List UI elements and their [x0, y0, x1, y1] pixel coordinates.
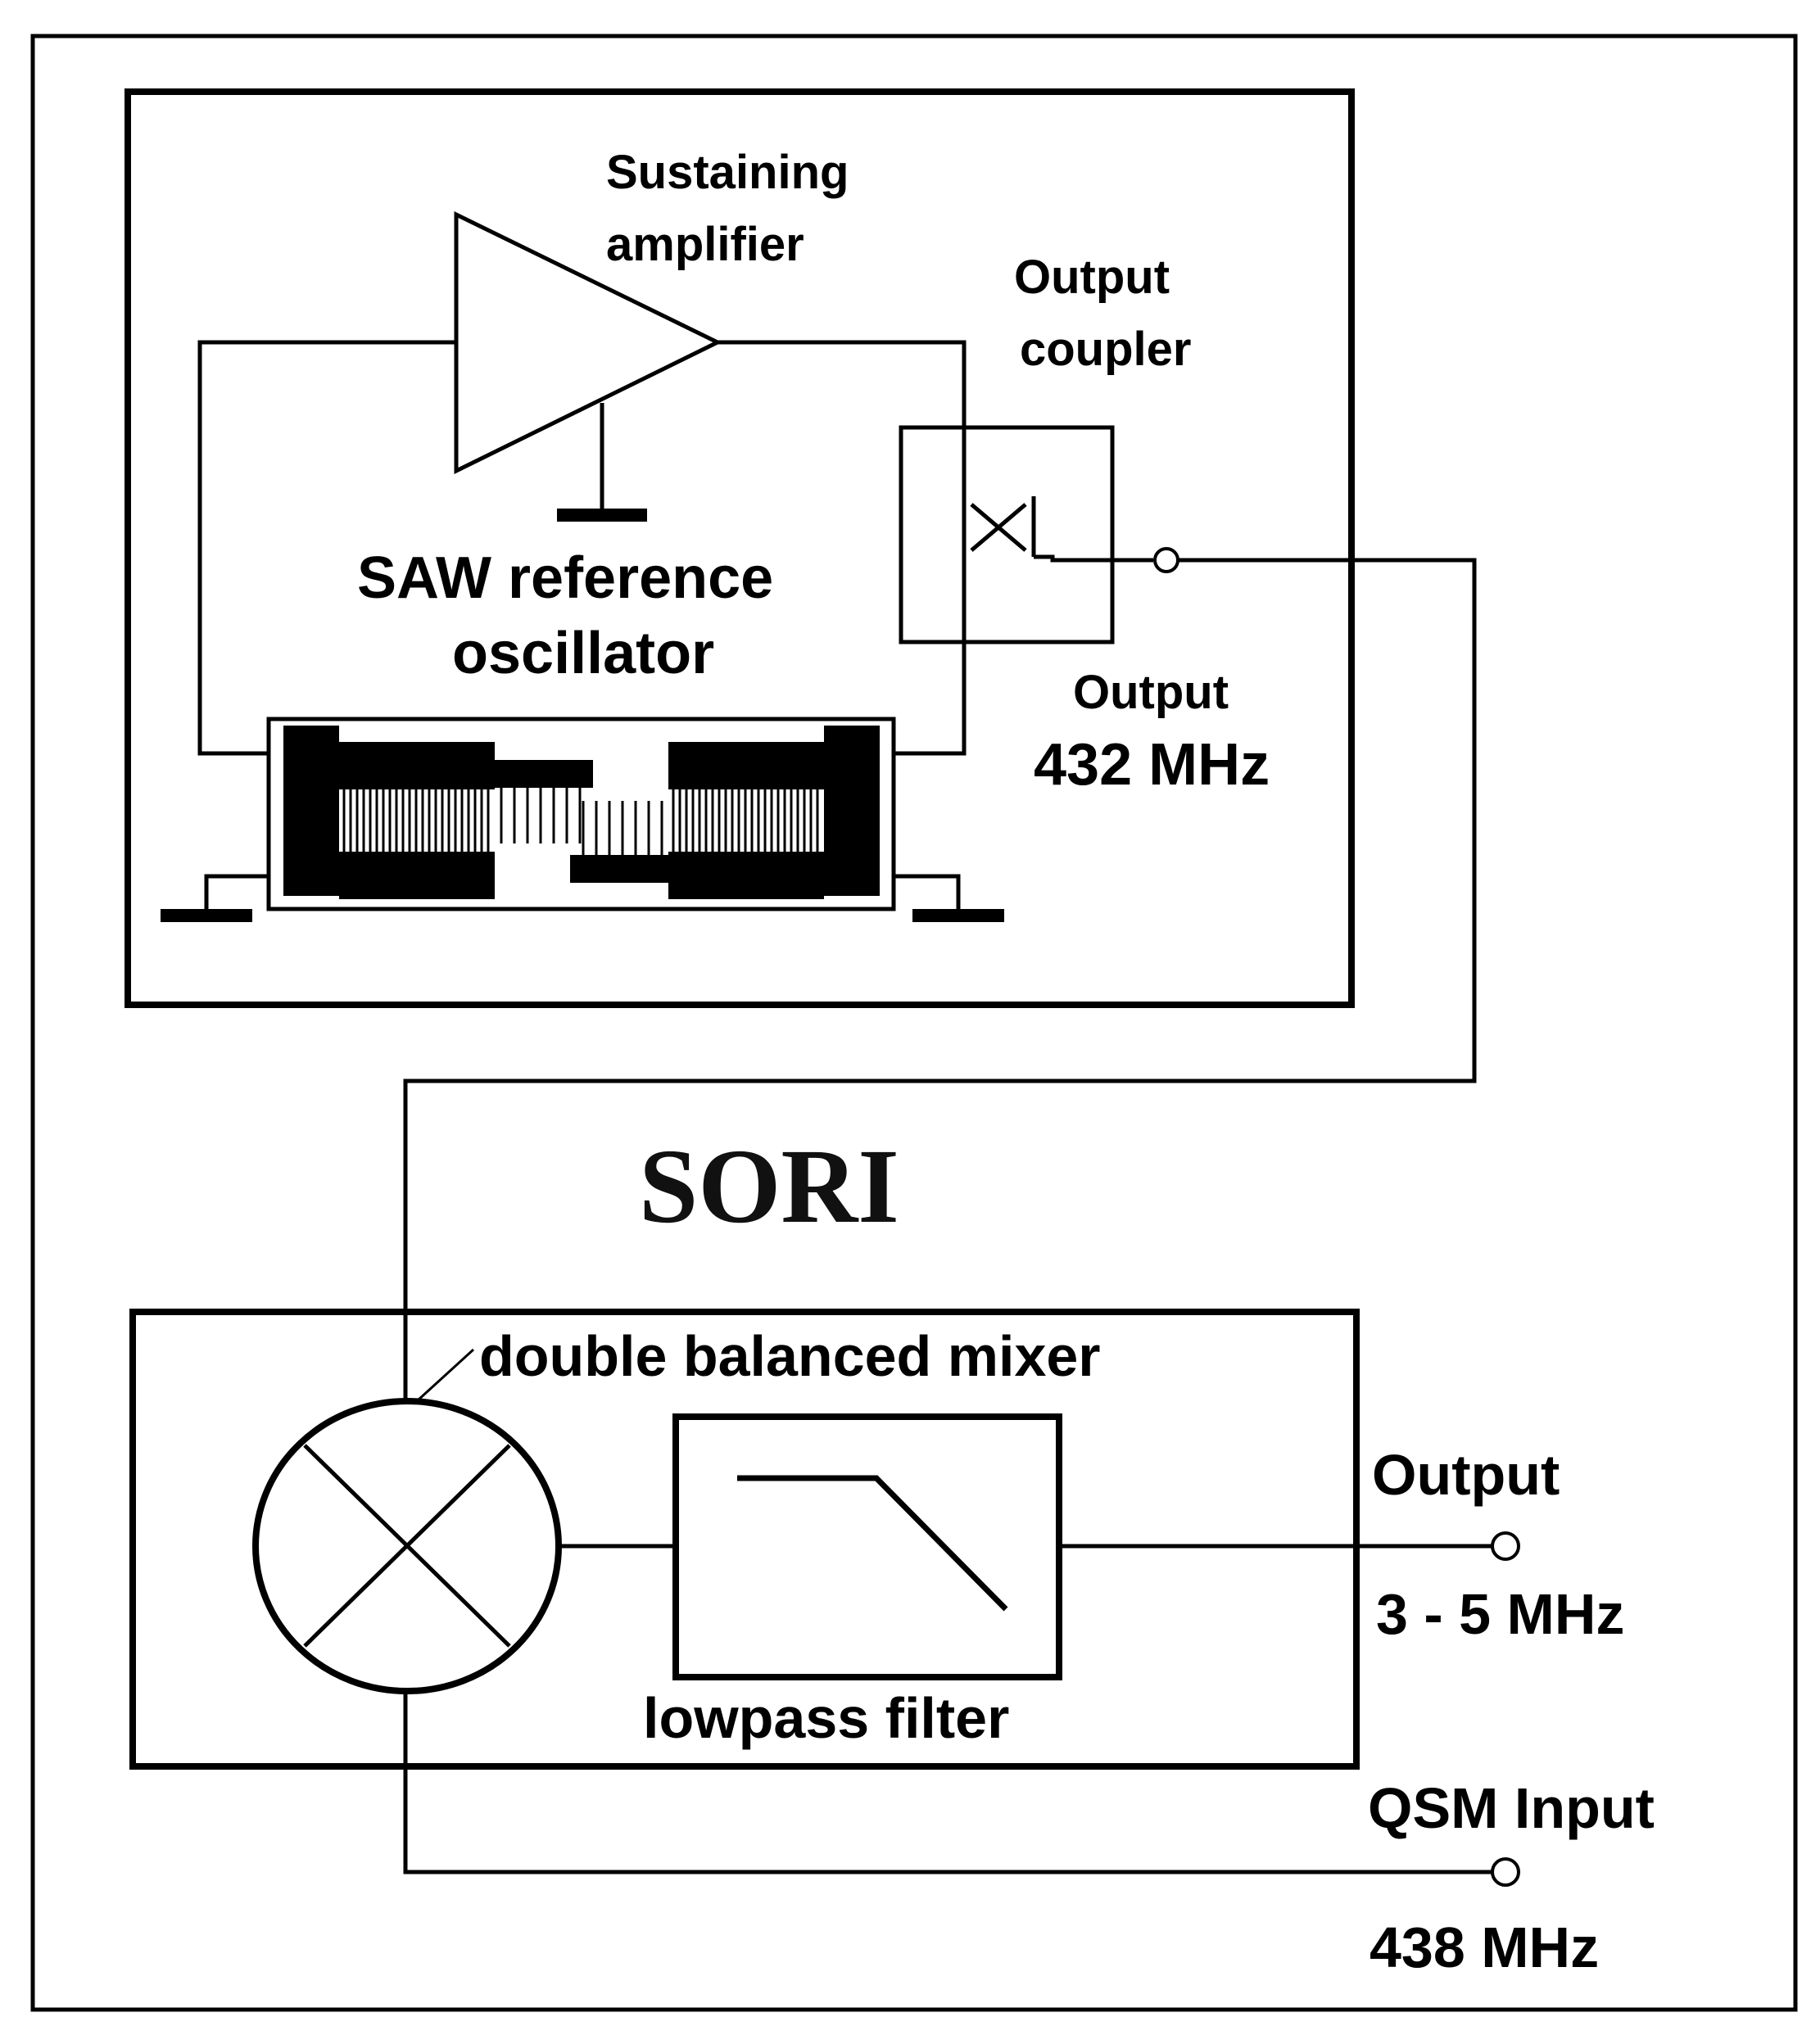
- output-432-terminal: [1153, 547, 1179, 573]
- double-balanced-mixer-icon: [252, 1398, 562, 1694]
- wire-amp-output-loop: [718, 340, 967, 756]
- wire-amp-input-loop: [197, 340, 456, 756]
- label-output-3-5mhz: 3 - 5 MHz: [1376, 1582, 1624, 1646]
- saw-left-ground-lead: [204, 874, 269, 913]
- saw-left-ground-icon: [161, 909, 252, 922]
- label-output-coupler-1: Output: [1014, 251, 1170, 304]
- label-saw-reference: SAW reference: [357, 545, 773, 611]
- saw-right-ground-lead: [894, 874, 961, 913]
- mixer-filter-box: [129, 1309, 1360, 1770]
- saw-resonator-icon: [266, 717, 896, 911]
- amplifier-ground-icon: [557, 509, 647, 522]
- saw-oscillator-box: [125, 88, 1355, 1008]
- label-output-top: Output: [1073, 666, 1229, 719]
- outer-frame: [30, 34, 1798, 2012]
- lowpass-response-icon: [737, 1475, 1008, 1612]
- label-sustaining-amplifier-1: Sustaining: [606, 146, 849, 199]
- label-output-432mhz: 432 MHz: [1034, 732, 1270, 798]
- label-output-bottom: Output: [1372, 1443, 1560, 1507]
- output-coupler-box: [899, 425, 1115, 644]
- label-qsm-438mhz: 438 MHz: [1370, 1915, 1599, 1979]
- output-3-5-terminal: [1491, 1531, 1520, 1561]
- label-sustaining-amplifier-2: amplifier: [606, 218, 804, 271]
- wire-lo-to-mixer: [403, 558, 1477, 1402]
- coupler-cross-icon: [970, 496, 1036, 557]
- qsm-input-terminal: [1491, 1857, 1520, 1887]
- label-qsm-input: QSM Input: [1368, 1776, 1655, 1840]
- mixer-label-leader: [416, 1348, 475, 1402]
- label-oscillator: oscillator: [452, 621, 714, 686]
- wire-coupler-tap: [1034, 554, 1153, 563]
- label-lowpass-filter: lowpass filter: [643, 1686, 1009, 1750]
- label-output-coupler-2: coupler: [1020, 323, 1192, 376]
- wire-qsm-to-mixer: [403, 1691, 1492, 1874]
- saw-right-ground-icon: [912, 909, 1004, 922]
- label-double-balanced-mixer: double balanced mixer: [479, 1324, 1101, 1388]
- lowpass-filter-box: [672, 1413, 1062, 1680]
- diagram-title: SORI: [639, 1128, 899, 1246]
